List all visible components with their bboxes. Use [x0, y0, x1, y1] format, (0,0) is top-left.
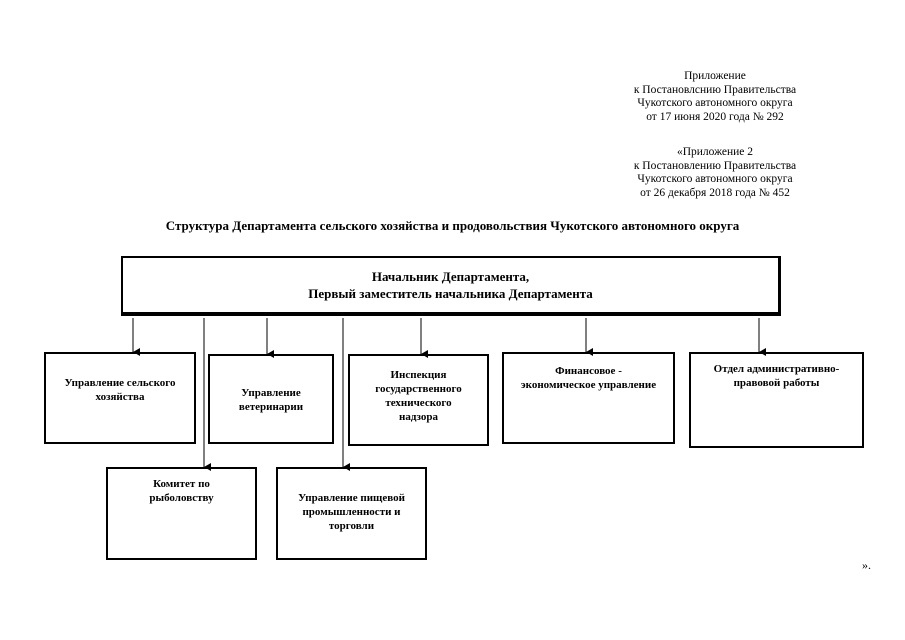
appendix-current-header: Приложение к Постановлснию Правительства… [600, 70, 830, 124]
department-label: промышленности и [302, 506, 401, 518]
department-box-finance: Финансовое - экономическое управление [502, 352, 675, 444]
appendix-line: к Постановлснию Правительства [633, 83, 797, 96]
department-box-agriculture: Управление сельского хозяйства [44, 352, 196, 444]
department-label: торговли [328, 520, 375, 532]
department-label: технического [385, 397, 452, 409]
department-label: государственного [375, 383, 462, 395]
department-label: правовой работы [733, 377, 820, 389]
department-label: Управление сельского [64, 377, 176, 389]
department-label: Финансовое - [555, 365, 622, 377]
department-label: Комитет по [153, 478, 210, 490]
department-box-inspection: Инспекция государственного технического … [348, 354, 489, 446]
department-label: Управление пищевой [298, 492, 405, 504]
department-label: ветеринарии [238, 401, 304, 413]
department-label: Управление [241, 387, 301, 399]
department-label: Отдел административно- [713, 363, 840, 375]
appendix-previous-header: «Приложение 2 к Постановлению Правительс… [600, 146, 830, 200]
appendix-line: Приложение [684, 70, 746, 82]
appendix-line: от 26 декабря 2018 года № 452 [640, 186, 790, 199]
department-box-food-industry: Управление пищевой промышленности и торг… [276, 467, 427, 560]
head-line: Первый заместитель начальника Департамен… [308, 286, 593, 301]
appendix-line: «Приложение 2 [676, 146, 754, 158]
head-of-department-box: Начальник Департамента, Первый заместите… [121, 256, 781, 316]
department-label: Инспекция [390, 369, 447, 381]
department-box-legal: Отдел административно- правовой работы [689, 352, 864, 448]
diagram-title: Структура Департамента сельского хозяйст… [165, 218, 740, 233]
appendix-line: Чукотского автономного округа [637, 173, 793, 185]
appendix-line: Чукотского автономного округа [637, 97, 793, 109]
department-label: экономическое управление [520, 379, 657, 391]
closing-quote-mark: ». [862, 558, 871, 572]
department-label: рыболовству [149, 492, 214, 504]
department-box-fisheries: Комитет по рыболовству [106, 467, 257, 560]
department-label: хозяйства [95, 391, 145, 403]
appendix-line: к Постановлению Правительства [633, 159, 797, 172]
department-label: надзора [398, 411, 438, 423]
head-line: Начальник Департамента, [371, 269, 530, 284]
department-box-veterinary: Управление ветеринарии [208, 354, 334, 444]
appendix-line: от 17 июня 2020 года № 292 [646, 110, 784, 123]
